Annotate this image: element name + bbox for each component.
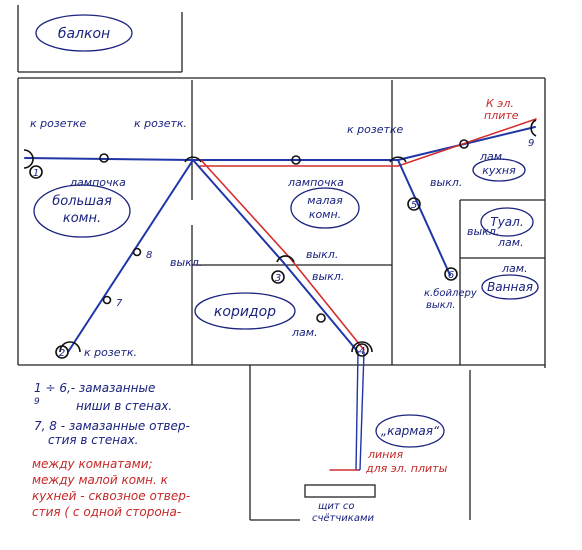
node-top-niche xyxy=(184,156,202,163)
note-line-1: 1 ÷ 6,- замазанные xyxy=(34,381,155,395)
label-k-rozetke-2: к розетк. xyxy=(134,117,187,130)
label-lamp-kitchen: лам. xyxy=(479,150,506,163)
annotations: к розетке к розетк. к розетк. к розетке … xyxy=(30,97,528,524)
note-line-8: стия ( с одной сторона- xyxy=(32,505,181,519)
label-lamp-bath: лам. xyxy=(501,262,528,275)
label-k-rozetke-4: к розетке xyxy=(347,123,404,136)
room-labels: большая комн. малая комн. кухня Туал. Ва… xyxy=(33,158,539,448)
node-number-8: 8 xyxy=(146,250,152,261)
label-shchit-2: счётчиками xyxy=(312,513,375,524)
lamp-big-room xyxy=(99,153,109,163)
label-shchit-1: щит со xyxy=(318,501,355,512)
note-line-5: между комнатами; xyxy=(32,457,153,471)
label-k-boileru-2: выкл. xyxy=(426,300,455,311)
note-line-6: между малой комн. к xyxy=(32,473,169,487)
label-lampochka-2: лампочка xyxy=(287,176,344,189)
label-lamp-toilet: лам. xyxy=(497,236,524,249)
node-4-niche xyxy=(351,341,373,353)
small-room-label-2: комн. xyxy=(309,208,341,221)
pantry-label: „кармая“ xyxy=(381,424,440,438)
balcony-label: балкон xyxy=(58,26,110,42)
node-number-6: 6 xyxy=(448,270,454,281)
nodes xyxy=(23,119,537,353)
small-room-label-1: малая xyxy=(307,194,343,207)
corridor-label: коридор xyxy=(214,304,276,320)
label-k-rozetke-3: к розетк. xyxy=(84,346,137,359)
toilet-label: Туал. xyxy=(490,215,523,229)
label-line-el-plita-2: для эл. плиты xyxy=(365,462,448,475)
label-vykl-4: выкл. xyxy=(430,176,462,189)
label-lampochka-1: лампочка xyxy=(69,176,126,189)
label-k-el-plite-2: плите xyxy=(484,109,519,122)
label-k-boileru-1: к.бойлеру xyxy=(424,287,478,299)
node-number-9: 9 xyxy=(528,138,534,149)
node-number-7: 7 xyxy=(116,298,123,309)
note-line-1b: 9 xyxy=(34,397,40,407)
lamp-small-room xyxy=(291,155,301,165)
big-room-label-1: большая xyxy=(52,194,112,209)
node-number-3: 3 xyxy=(275,273,281,284)
label-k-rozetke-1: к розетке xyxy=(30,117,87,130)
note-line-3: 7, 8 - замазанные отвер- xyxy=(34,419,190,433)
node-3-niche xyxy=(276,255,295,263)
node-9-niche xyxy=(530,119,537,137)
node-number-2: 2 xyxy=(59,348,65,359)
balcony-area: балкон xyxy=(17,5,183,73)
hole-7 xyxy=(102,295,112,305)
bath-label: Ванная xyxy=(487,280,533,294)
label-vykl-1: выкл. xyxy=(306,248,338,261)
lamp-kitchen xyxy=(459,139,469,149)
node-kitchen-niche xyxy=(389,156,407,163)
label-vykl-5: выкл. xyxy=(467,225,499,238)
node-numbers: 1 2 3 4 5 6 7 8 9 xyxy=(29,138,534,359)
big-room-label-2: комн. xyxy=(63,211,101,226)
node-number-1: 1 xyxy=(33,168,39,179)
label-k-el-plite-1: К эл. xyxy=(486,97,514,110)
node-1-niche xyxy=(23,149,34,169)
node-number-4: 4 xyxy=(359,346,365,357)
hole-8 xyxy=(132,247,142,257)
node-5 xyxy=(407,197,421,211)
notes: 1 ÷ 6,- замазанные 9 ниши в стенах. 7, 8… xyxy=(32,381,190,519)
note-line-2: ниши в стенах. xyxy=(76,399,172,413)
note-line-4: стия в стенах. xyxy=(48,433,138,447)
lamp-corridor xyxy=(316,313,326,323)
label-line-el-plita-1: линия xyxy=(367,448,404,461)
node-number-5: 5 xyxy=(411,200,417,211)
node-2-niche xyxy=(59,341,81,353)
node-6 xyxy=(444,267,458,281)
label-vykl-2: выкл. xyxy=(312,270,344,283)
balcony-ellipse xyxy=(35,14,133,52)
label-lamp-corridor: лам. xyxy=(291,326,318,339)
walls xyxy=(17,77,546,521)
kitchen-label: кухня xyxy=(482,164,516,177)
label-vykl-3: выкл. xyxy=(170,256,202,269)
note-line-7: кухней - сквозное отвер- xyxy=(32,489,190,503)
